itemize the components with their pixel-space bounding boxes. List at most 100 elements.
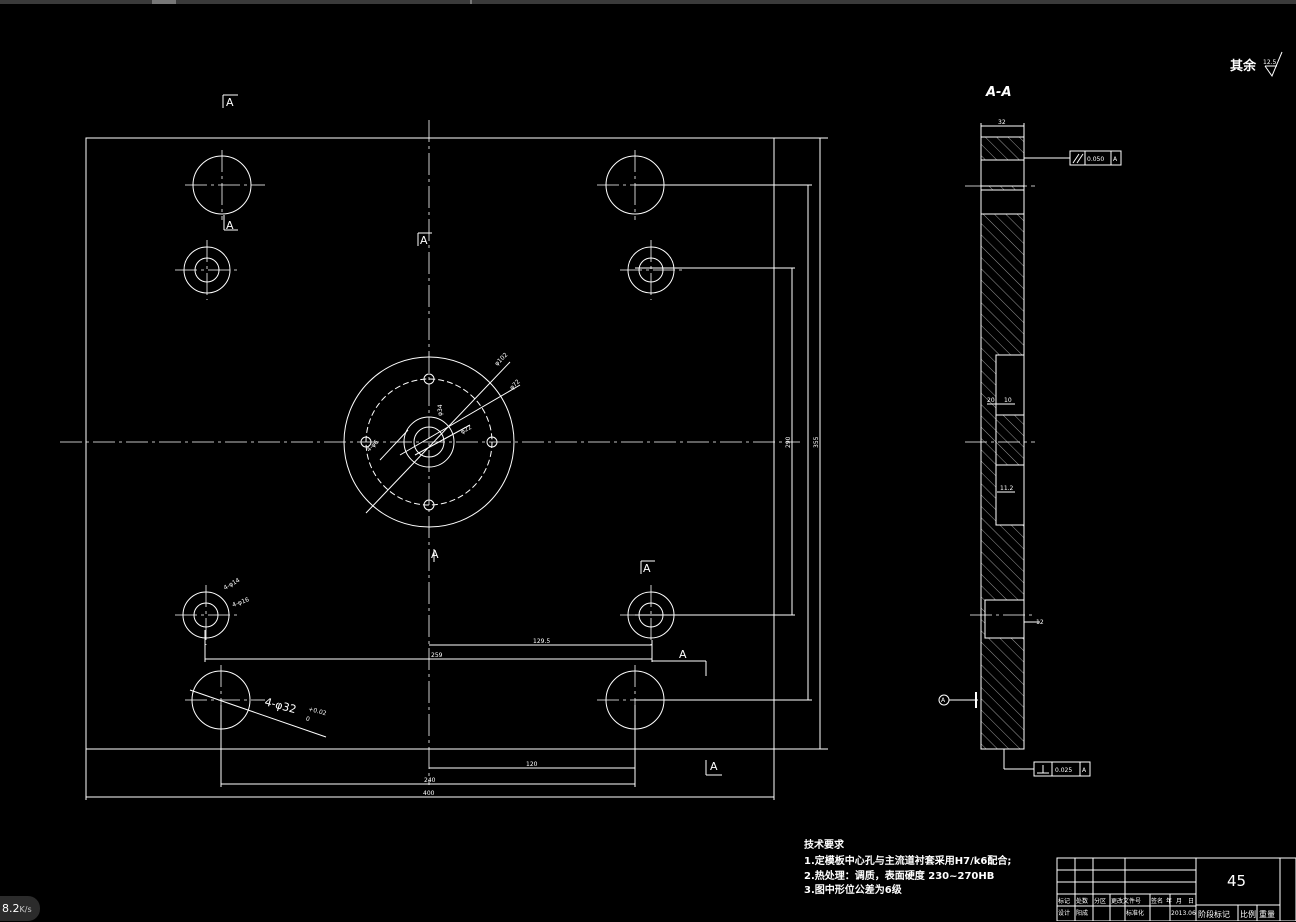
tb-row-cell: 2013.06: [1171, 910, 1196, 917]
section-cut-markers: [222, 94, 722, 776]
dim-text-290: 290: [785, 436, 792, 448]
flange-screw-hole: [423, 499, 435, 511]
counterbore-inner: [193, 602, 219, 628]
leader-line: [189, 689, 327, 738]
section-view-a-a: A-A: [938, 85, 1122, 777]
section-title: A-A: [985, 85, 1012, 100]
guide-pin-hole: [192, 155, 252, 215]
dim-text-120: 120: [526, 761, 538, 768]
guide-pin-hole: [605, 155, 665, 215]
roughness-note: 其余 12.5: [1230, 51, 1283, 78]
speed-value: 8.2: [2, 902, 20, 915]
leader-line: [379, 429, 409, 461]
dim-text-355: 355: [813, 436, 820, 448]
title-block-frame: [1056, 857, 1296, 921]
flange-screw-hole: [360, 436, 372, 448]
tb-header-cell: 分区: [1094, 897, 1106, 905]
tb-row-cell: 阳成: [1076, 909, 1088, 917]
tech-req-title: 技术要求: [804, 838, 845, 851]
perpendicularity-frame: [1033, 761, 1091, 777]
section-marker: A: [679, 648, 687, 661]
tb-header-cell: 月: [1176, 898, 1182, 905]
dim-text-259: 259: [431, 652, 443, 659]
center-lines: [60, 120, 800, 785]
counterbore-outer: [627, 246, 675, 294]
dim-text-phi34: φ34: [437, 404, 444, 416]
tb-header-cell: 签名: [1151, 897, 1163, 905]
flange-screw-hole: [423, 373, 435, 385]
center-bore-outer: [403, 416, 455, 468]
section-cutout: [980, 159, 1025, 187]
guide-pin-hole: [605, 670, 665, 730]
datum-letter: A: [941, 697, 946, 704]
tb-header-cell: 标记: [1058, 897, 1070, 905]
bolt-circle: [365, 378, 493, 506]
tech-requirements: 技术要求 1.定模板中心孔与主流道衬套采用H7/k6配合; 2.热处理：调质，表…: [804, 838, 1011, 896]
dim-text-phi72: φ72: [508, 378, 521, 391]
dim-text-4-phi16: 4-φ16: [231, 596, 250, 609]
parallelism-frame: [1069, 150, 1122, 166]
dim-text-side-20: 20: [987, 397, 995, 404]
perpendicularity-datum: A: [1082, 767, 1087, 774]
dowel-tol-upper: +0.02: [308, 706, 328, 718]
center-bore-inner: [413, 426, 445, 458]
section-cutout: [980, 189, 1025, 215]
dim-text-side-11-2: 11.2: [1000, 485, 1014, 492]
tb-row-cell: 设计: [1058, 909, 1070, 917]
tb-header-cell: 日: [1188, 898, 1194, 905]
flange-outer-circle: [343, 356, 515, 528]
section-marker: A: [226, 219, 234, 232]
dim-text-4-phi14: 4-φ14: [223, 577, 242, 592]
tb-bottom-label: 比例: [1240, 909, 1256, 919]
tb-header-cell: 处数: [1076, 897, 1088, 905]
network-speed-indicator: 8.2K/s: [0, 896, 40, 921]
tech-req-item: 1.定模板中心孔与主流道衬套采用H7/k6配合;: [804, 854, 1011, 867]
counterbore-outer: [183, 246, 231, 294]
section-counterbore: [984, 599, 1025, 639]
section-marker: A: [420, 234, 428, 247]
title-block: 45 标记 处数 分区 更改文件号 签名 年 月 日 设计 阳成 标准化 201…: [1056, 857, 1296, 921]
material-cell: 45: [1227, 872, 1246, 890]
window-top-bar: [0, 0, 1296, 4]
dim-text-240: 240: [424, 777, 436, 784]
flange-screw-hole: [486, 436, 498, 448]
counterbore-inner: [194, 257, 220, 283]
dim-text-129-5: 129.5: [533, 638, 550, 645]
tb-header-cell: 年: [1166, 897, 1172, 905]
plate-outline: [85, 137, 775, 750]
counterbore-inner: [638, 602, 664, 628]
plan-view: [60, 94, 828, 800]
plan-view-labels: A A A A A A A 400 240 120 259 129.5 290 …: [223, 96, 821, 797]
dim-text-4-phi6: 4-φ6: [365, 439, 380, 454]
perpendicularity-value: 0.025: [1055, 767, 1072, 774]
dim-text-400: 400: [423, 790, 435, 797]
leader-line: [365, 361, 511, 514]
dowel-hole-callout: 4-φ32 +0.02 0: [263, 695, 328, 723]
dowel-tol-lower: 0: [305, 715, 311, 723]
tb-header-cell: 更改文件号: [1111, 897, 1141, 905]
dim-text-12: 12: [1036, 619, 1044, 626]
tab-strip-divider: [470, 0, 472, 4]
tab-strip-segment: [152, 0, 176, 4]
section-marker: A: [643, 562, 651, 575]
tb-bottom-label: 阶段标记: [1198, 909, 1230, 919]
leader-line: [399, 384, 521, 456]
leader-line: [414, 424, 471, 456]
section-bore-step: [995, 414, 1025, 466]
counterbore-inner: [638, 257, 664, 283]
tb-row-cell: 标准化: [1126, 909, 1144, 917]
roughness-label: 其余: [1230, 58, 1257, 74]
dim-text-phi22: φ22: [460, 424, 474, 436]
parallelism-datum: A: [1113, 156, 1118, 163]
dim-text-side-10: 10: [1004, 397, 1012, 404]
parallelism-value: 0.050: [1087, 156, 1104, 163]
counterbore-outer: [182, 591, 230, 639]
section-marker: A: [226, 96, 234, 109]
dim-text-32: 32: [998, 119, 1006, 126]
tb-bottom-label: 重量: [1259, 909, 1275, 919]
dowel-hole-text: 4-φ32: [263, 695, 298, 716]
guide-pin-hole: [191, 670, 251, 730]
section-marker: A: [431, 548, 439, 561]
tech-req-item: 2.热处理：调质，表面硬度 230~270HB: [804, 869, 994, 882]
